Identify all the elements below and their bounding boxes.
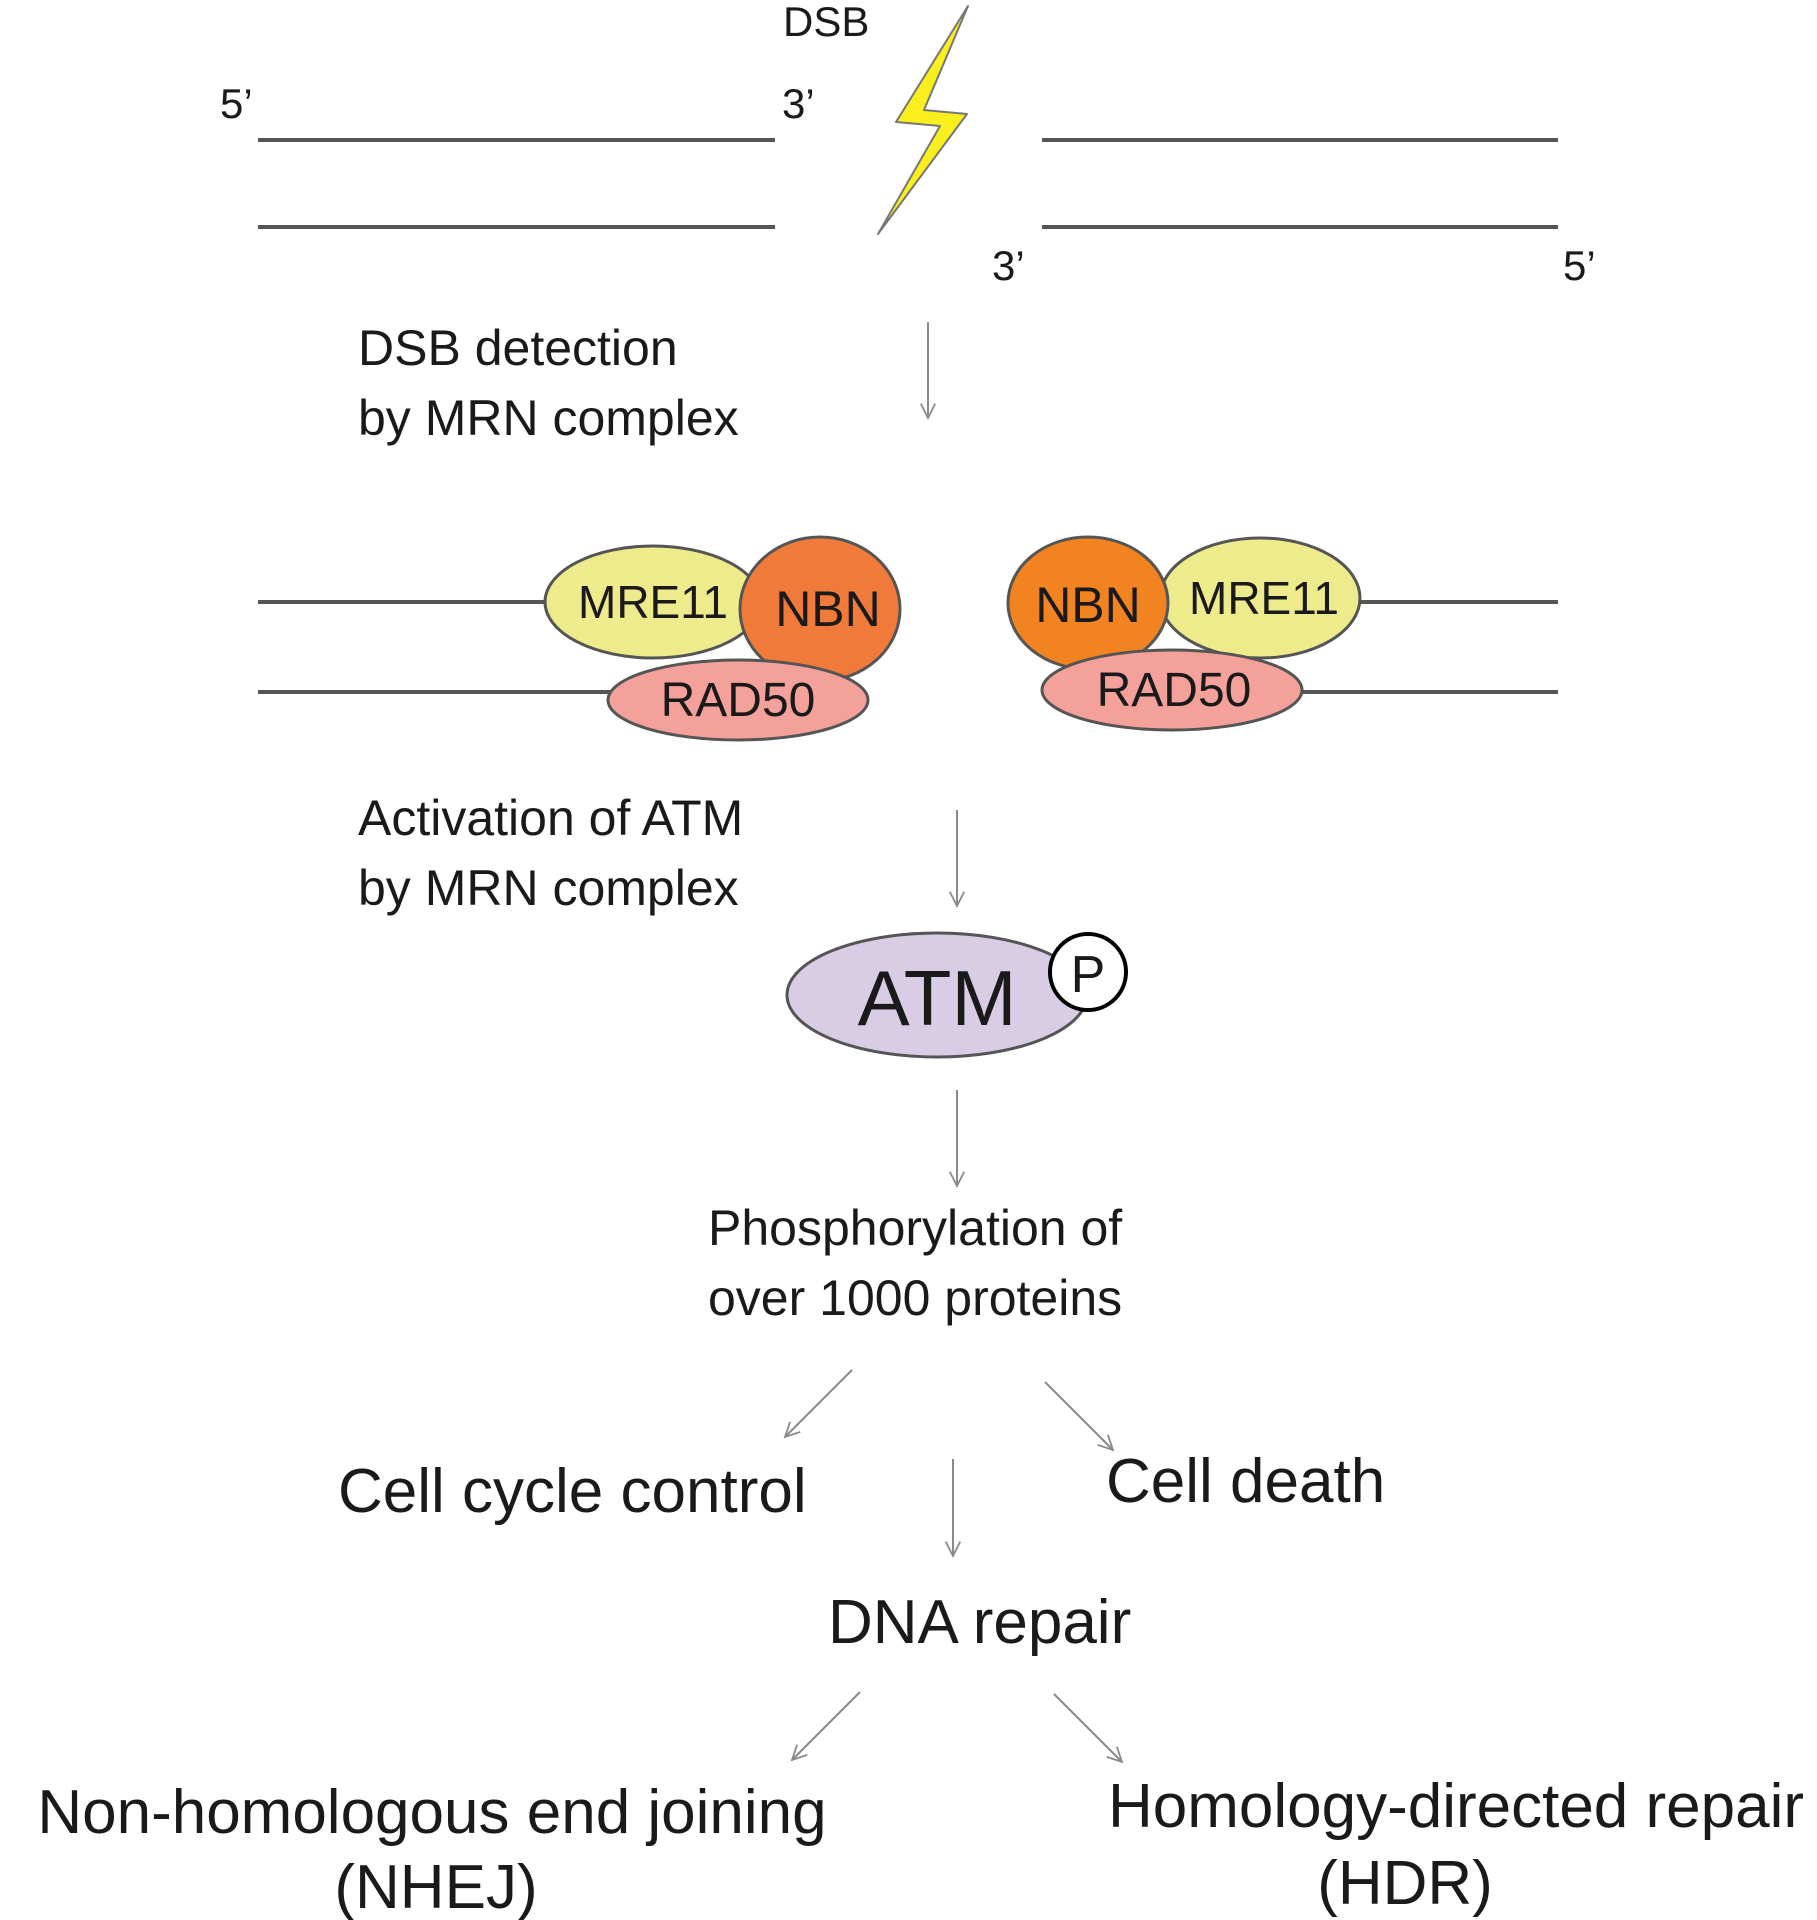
step-activation-line1: Activation of ATM [358,790,743,846]
rad50-right-protein [1040,648,1304,732]
right-strand-3-end-label: 3’ [992,242,1025,289]
atm-label: ATM [858,954,1017,1042]
arrow-to-nhej [792,1691,861,1760]
nhej-line2: (NHEJ) [334,1853,537,1920]
mre11-right-label: MRE11 [1189,572,1339,624]
step-phospho-line1: Phosphorylation of [708,1200,1122,1256]
left-strand-5-end-label: 5’ [220,80,253,127]
step-activation-line2: by MRN complex [358,860,739,916]
arrow-to-cell-cycle [785,1369,853,1437]
lightning-bolt-icon [877,5,969,235]
step-phospho-line2: over 1000 proteins [708,1270,1122,1326]
arrow-to-cell-death [1044,1381,1113,1450]
step-detection-line1: DSB detection [358,320,678,376]
rad50-right-label: RAD50 [1097,664,1252,717]
nbn-left-label: NBN [775,581,881,637]
outcome-cell-death: Cell death [1106,1447,1385,1516]
left-strand-3-end-label: 3’ [782,80,815,127]
outcome-cell-cycle-control: Cell cycle control [338,1457,807,1526]
rad50-left-protein [606,658,870,742]
hdr-line2: (HDR) [1317,1849,1493,1918]
phosphate-circle-icon [1048,932,1128,1012]
arrow-to-hdr [1053,1693,1122,1762]
step-detection-line2: by MRN complex [358,390,739,446]
outcome-dna-repair: DNA repair [828,1588,1131,1657]
right-strand-5-end-label: 5’ [1563,242,1596,289]
mre11-left-label: MRE11 [578,576,728,628]
rad50-left-label: RAD50 [661,674,816,727]
phosphate-label: P [1071,946,1106,1004]
hdr-line1: Homology-directed repair [1108,1772,1804,1841]
nbn-right-label: NBN [1035,577,1141,633]
dsb-label: DSB [783,0,869,45]
nhej-line1: Non-homologous end joining [37,1778,826,1847]
